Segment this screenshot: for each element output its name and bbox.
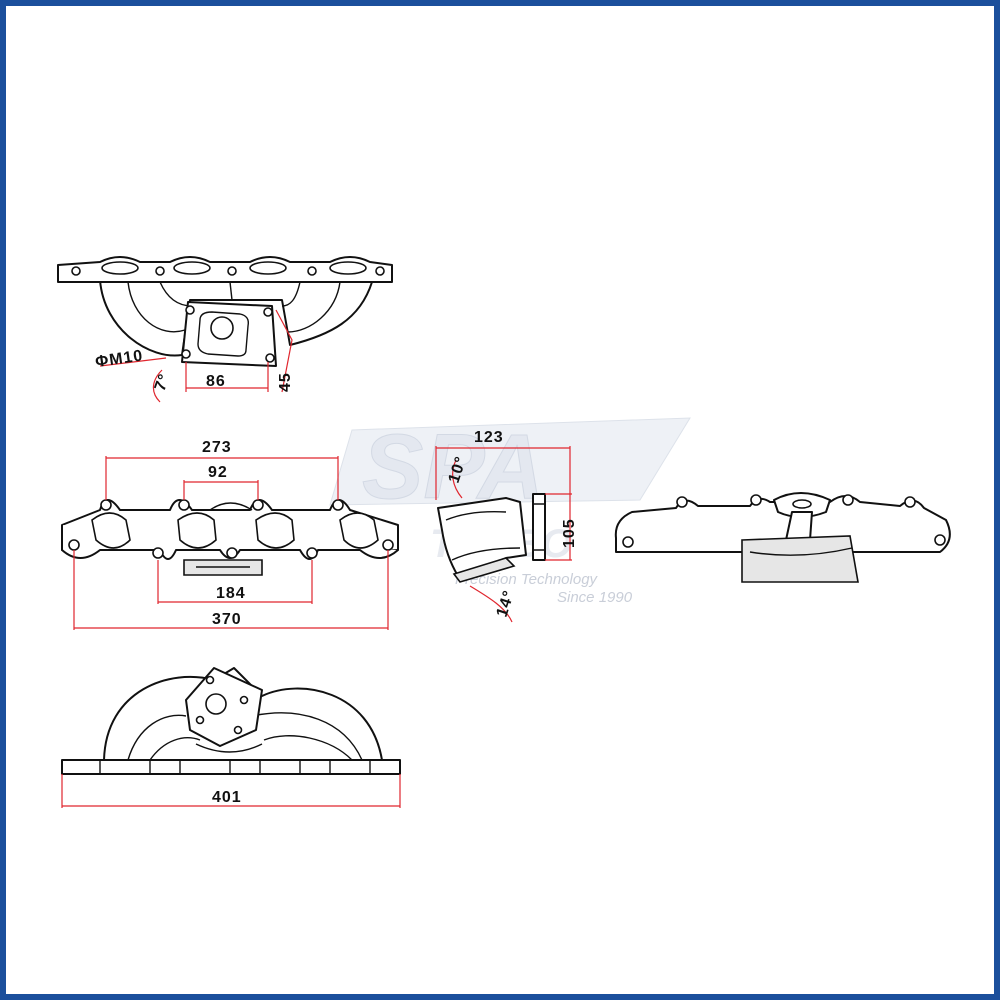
top-view-head-flange (57, 256, 393, 283)
side-view-flange-height: 105 (561, 518, 578, 548)
top-view-body (99, 279, 373, 357)
bottom-view-head-flange (61, 759, 401, 775)
side-view: 123 10° 105 14° (435, 429, 578, 623)
front-view-outer-port-span: 273 (202, 439, 232, 456)
bottom-view: 401 (61, 667, 401, 808)
top-view-flange-height: 45 (277, 372, 294, 392)
side-view-flange (532, 493, 546, 561)
top-view-flange-width: 86 (206, 373, 226, 390)
side-view-lower-angle: 14° (494, 588, 519, 619)
front-view-lower-span: 184 (216, 585, 246, 602)
top-view-angle-label: 7° (152, 371, 174, 393)
front-view-overall-length: 370 (212, 611, 242, 628)
rear-view (614, 492, 951, 583)
front-view-inner-port-span: 92 (208, 464, 228, 481)
watermark-tagline: Precision Technology (455, 571, 599, 588)
side-view-depth: 123 (474, 429, 504, 446)
top-view: ΦM10 7° 86 45 (57, 256, 393, 403)
rear-view-collector (741, 535, 859, 583)
front-view: 273 92 184 370 (61, 439, 399, 630)
top-view-thread-label: ΦM10 (94, 347, 144, 371)
bottom-view-flange-length: 401 (212, 789, 242, 806)
watermark-since: Since 1990 (557, 589, 633, 606)
